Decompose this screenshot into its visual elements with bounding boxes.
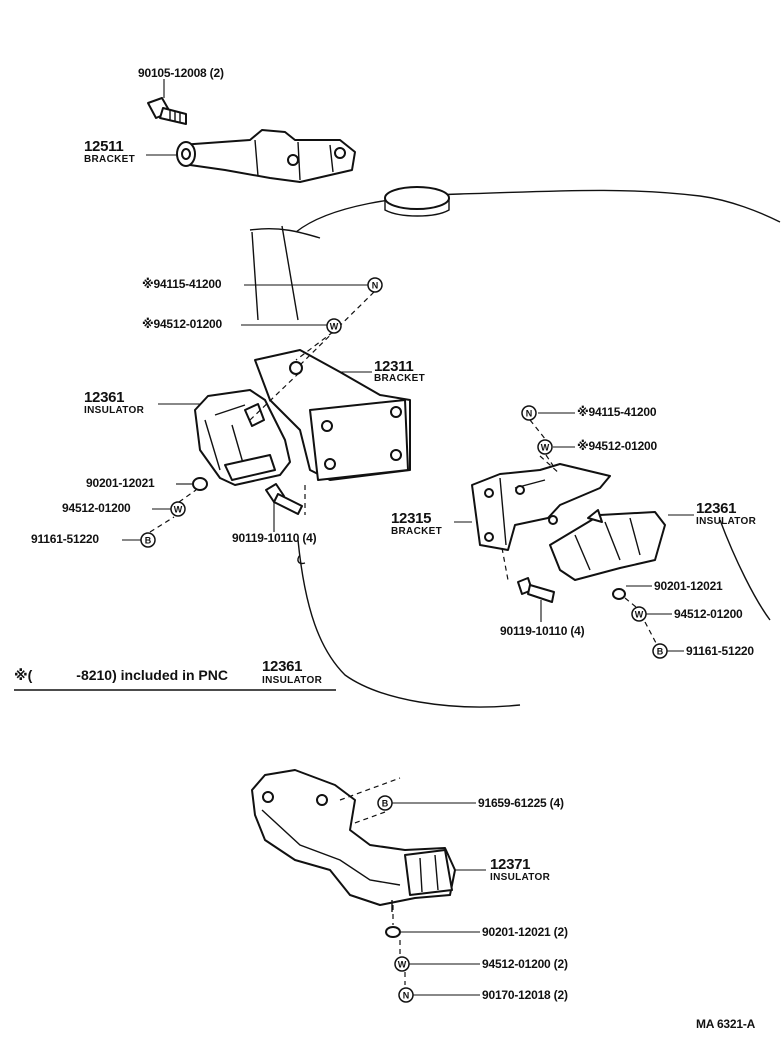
rear-fasteners [385, 905, 406, 985]
svg-text:W: W [635, 610, 644, 620]
svg-text:W: W [330, 322, 339, 332]
bolt-90105 [147, 97, 187, 125]
footnote-text: ※(-8210) included in PNC [14, 667, 228, 683]
insulator-12361-right-pnc: 12361 [84, 389, 125, 406]
insulator-12361-left-name: INSULATOR [696, 516, 757, 527]
left-nut-label: ※94115-41200 [577, 405, 657, 419]
svg-text:B: B [657, 647, 664, 657]
insulator-12361-right [194, 389, 291, 486]
rear-washer-b-label: 94512-01200 (2) [482, 957, 568, 971]
right-washer2-label: 94512-01200 [62, 501, 131, 515]
right-lock-washer-label: 90201-12021 [86, 476, 155, 490]
insulator-12371-pnc: 12371 [490, 856, 531, 873]
right-fasteners [192, 371, 306, 515]
svg-text:N: N [372, 281, 379, 291]
svg-text:N: N [526, 409, 533, 419]
leader-lines [14, 79, 694, 996]
left-lock-washer-label: 90201-12021 [654, 579, 723, 593]
nut-symbol: N [521, 405, 537, 421]
svg-text:B: B [382, 799, 389, 809]
bracket-12511 [176, 129, 356, 183]
svg-text:W: W [398, 960, 407, 970]
insulator-12371-name: INSULATOR [490, 872, 551, 883]
bracket-12315 [471, 463, 611, 551]
washer-symbol: W [170, 501, 186, 517]
right-nut-label: ※94115-41200 [142, 277, 222, 291]
bracket-12311-name: BRACKET [374, 373, 425, 384]
insulator-12371 [251, 769, 456, 912]
svg-text:W: W [541, 443, 550, 453]
left-washer-label: ※94512-01200 [577, 439, 658, 453]
insulator-12361-right-name: INSULATOR [84, 405, 145, 416]
rear-washer-a-label: 90201-12021 (2) [482, 925, 568, 939]
washer-symbol: W [631, 606, 647, 622]
bracket-12315-name: BRACKET [391, 526, 442, 537]
left-fasteners [501, 455, 626, 603]
bolt-symbol: B [652, 643, 668, 659]
right-bolt-b-label: 91161-51220 [31, 532, 99, 546]
right-washer-label: ※94512-01200 [142, 317, 223, 331]
left-bolt4-label: 90119-10110 (4) [500, 624, 585, 638]
engine-outline [249, 186, 781, 708]
left-washer2-label: 94512-01200 [674, 607, 743, 621]
rear-bolt-label: 91659-61225 (4) [478, 796, 564, 810]
svg-text:W: W [174, 505, 183, 515]
nut-symbol: N [398, 987, 414, 1003]
bracket-12311-pnc: 12311 [374, 358, 414, 375]
bolt-90105-label: 90105-12008 (2) [138, 66, 224, 80]
footer-code: MA 6321-A [696, 1017, 756, 1031]
bolt-symbol: B [140, 532, 156, 548]
insulator-12361-left-pnc: 12361 [696, 500, 737, 517]
bracket-12511-name: BRACKET [84, 154, 135, 165]
washer-symbol: W [394, 956, 410, 972]
bolt-symbol: B [377, 795, 393, 811]
washer-symbol: W [326, 318, 342, 334]
insulator-12361-left [549, 509, 666, 581]
bracket-12311 [254, 349, 411, 481]
footnote-name: INSULATOR [262, 675, 323, 686]
svg-text:B: B [145, 536, 152, 546]
bracket-12315-pnc: 12315 [391, 510, 432, 527]
left-bolt-b-label: 91161-51220 [686, 644, 754, 658]
nut-symbol: N [367, 277, 383, 293]
symbol-markers: N W W B N W W B B W N [140, 277, 668, 1003]
washer-symbol: W [537, 439, 553, 455]
rear-nut-label: 90170-12018 (2) [482, 988, 568, 1002]
right-bolt4-label: 90119-10110 (4) [232, 531, 317, 545]
svg-text:N: N [403, 991, 410, 1001]
footnote-pnc: 12361 [262, 658, 303, 675]
bracket-12511-pnc: 12511 [84, 138, 124, 155]
